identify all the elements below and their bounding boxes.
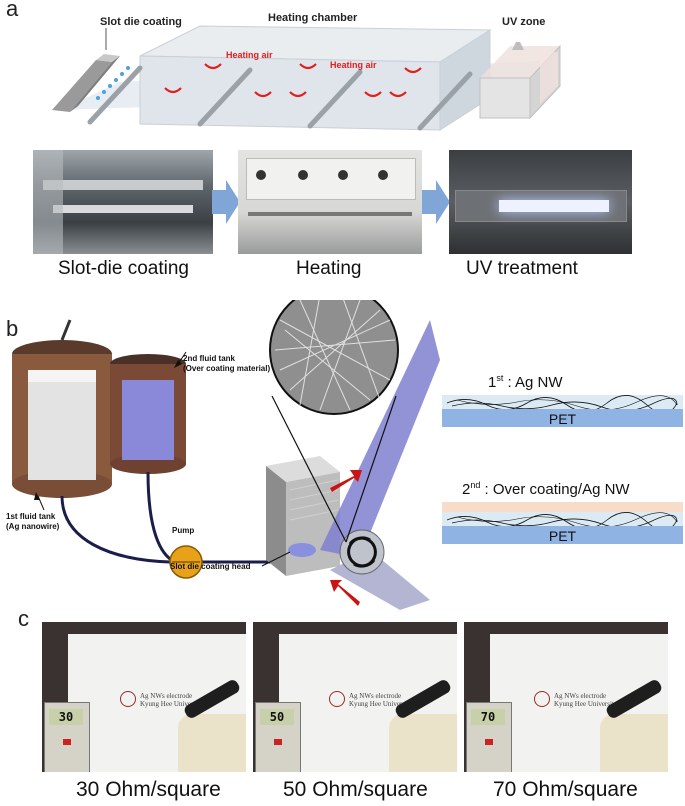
caption-50-ohm: 50 Ohm/square — [283, 778, 428, 801]
heating-air-label-1: Heating air — [226, 50, 273, 60]
second-layer-diagram: PET — [442, 502, 683, 548]
meter-display: 50 — [260, 709, 294, 725]
logo-line1: Ag NWs electrode — [349, 692, 402, 700]
resistance-meter: 50 — [255, 702, 301, 772]
arrow-right-icon — [212, 180, 240, 224]
caption-uv-treatment: UV treatment — [466, 258, 578, 279]
tank2-label-line1: 2nd fluid tank — [183, 354, 235, 363]
heating-chamber-label: Heating chamber — [268, 12, 358, 24]
logo-line1: Ag NWs electrode — [554, 692, 607, 700]
logo-text: Ag NWs electrode Kyung Hee University — [554, 692, 617, 708]
first-layer-number: 1 — [488, 374, 497, 391]
caption-heating: Heating — [296, 258, 362, 279]
tank1-label-line2: (Ag nanowire) — [6, 522, 60, 531]
second-layer-number: 2 — [462, 481, 471, 498]
tank1-label: 1st fluid tank (Ag nanowire) — [6, 512, 59, 532]
second-layer-sup: nd — [470, 480, 481, 490]
second-pet-layer: PET — [442, 526, 683, 544]
first-pet-layer: PET — [442, 409, 683, 427]
nanowire-layer — [446, 512, 678, 526]
roll-to-roll-schematic — [52, 25, 561, 131]
resistance-meter: 30 — [44, 702, 90, 772]
panel-a-letter: a — [6, 0, 19, 21]
heating-photo — [238, 150, 422, 254]
coating-schematic — [12, 300, 440, 610]
resistance-meter: 70 — [466, 702, 512, 772]
caption-slot-die: Slot-die coating — [58, 258, 189, 279]
second-layer-title: 2nd : Over coating/Ag NW — [462, 480, 630, 498]
caption-70-ohm: 70 Ohm/square — [493, 778, 638, 801]
sample-photo-30: Ag NWs electrode Kyung Hee University 30 — [42, 622, 246, 772]
logo-line1: Ag NWs electrode — [140, 692, 193, 700]
university-seal-icon — [120, 691, 136, 707]
tank2-label-line2: (Over coating material) — [183, 364, 271, 373]
caption-30-ohm: 30 Ohm/square — [76, 778, 221, 801]
tank1-label-line1: 1st fluid tank — [6, 512, 56, 521]
first-layer-title: 1st : Ag NW — [488, 373, 563, 391]
first-layer-sup: st — [496, 373, 504, 383]
nanowire-layer — [446, 395, 678, 409]
logo-line2: Kyung Hee University — [554, 700, 618, 708]
gloved-hand — [178, 714, 246, 772]
heating-air-label-2: Heating air — [330, 60, 377, 70]
sample-photo-70: Ag NWs electrode Kyung Hee University 70 — [464, 622, 668, 772]
first-layer-text: : Ag NW — [503, 374, 563, 391]
logo-text: Ag NWs electrode Kyung Hee University — [140, 692, 203, 708]
arrow-right-icon — [422, 180, 450, 224]
meter-display: 70 — [471, 709, 505, 725]
uv-treatment-photo — [449, 150, 632, 254]
slot-die-label: Slot die coating — [100, 16, 182, 28]
panel-b-letter: b — [6, 316, 19, 341]
pump-label: Pump — [172, 526, 195, 535]
logo-text: Ag NWs electrode Kyung Hee University — [349, 692, 412, 708]
tank2-label: 2nd fluid tank (Over coating material) — [183, 354, 270, 374]
logo-line2: Kyung Hee University — [349, 700, 413, 708]
university-seal-icon — [534, 691, 550, 707]
slot-die-photo — [33, 150, 213, 254]
meter-display: 30 — [49, 709, 83, 725]
panel-c-letter: c — [18, 606, 29, 631]
logo-line2: Kyung Hee University — [140, 700, 204, 708]
first-layer-diagram: PET — [442, 395, 683, 435]
gloved-hand — [389, 714, 457, 772]
second-layer-text: : Over coating/Ag NW — [480, 481, 630, 498]
uv-zone-label: UV zone — [502, 16, 546, 28]
sample-photo-50: Ag NWs electrode Kyung Hee University 50 — [253, 622, 457, 772]
gloved-hand — [600, 714, 668, 772]
slot-die-head-label: Slot die coating head — [170, 562, 251, 571]
university-seal-icon — [329, 691, 345, 707]
